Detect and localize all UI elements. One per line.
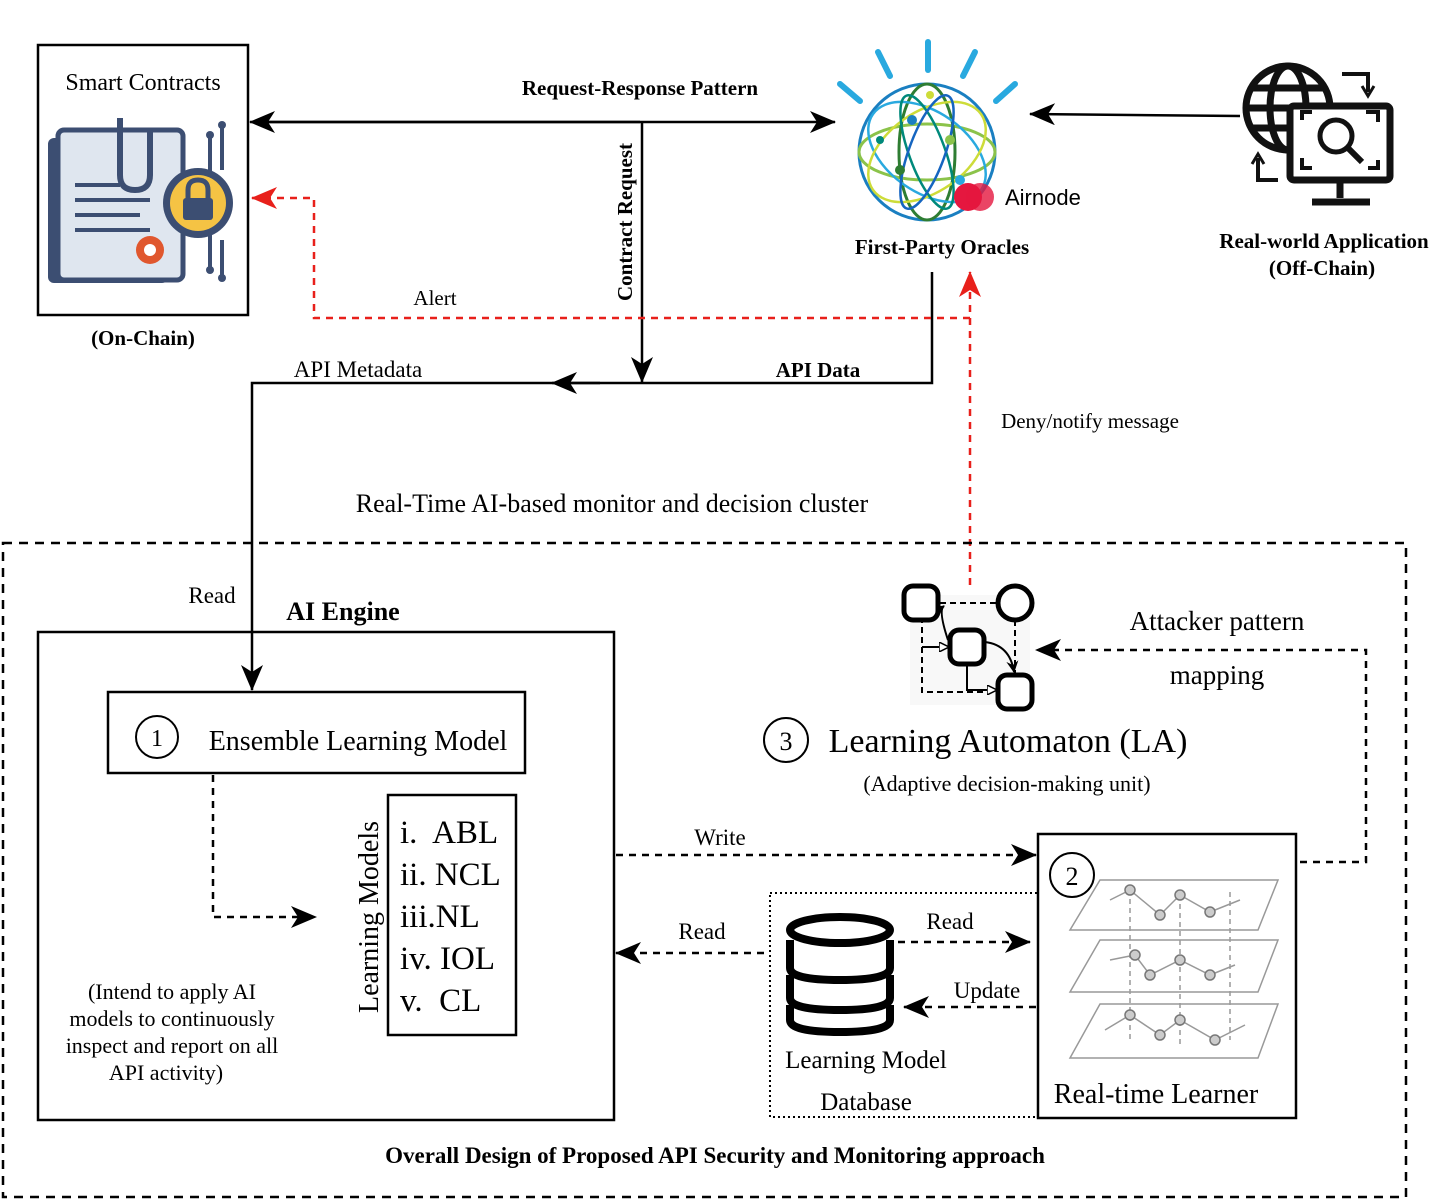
learner-number: 2	[1066, 862, 1079, 891]
smart-contracts-title: Smart Contracts	[65, 70, 220, 96]
learning-models-box	[386, 793, 518, 1037]
model-item: i. ABL	[400, 815, 498, 851]
contract-request-label: Contract Request	[613, 143, 637, 301]
ai-engine-note-line: API activity)	[109, 1060, 223, 1085]
ensemble-label: Ensemble Learning Model	[209, 726, 508, 757]
database-icon	[786, 913, 894, 1037]
smart-contract-icon	[48, 118, 233, 283]
read-db-engine-label: Read	[678, 919, 726, 944]
automaton-graph-icon	[901, 583, 1035, 712]
cluster-caption: Overall Design of Proposed API Security …	[385, 1143, 1045, 1168]
realworld-subtitle: (Off-Chain)	[1269, 256, 1375, 280]
ai-engine-note-line: models to continuously	[69, 1006, 274, 1031]
airnode-brand: Airnode	[1005, 185, 1081, 210]
globe-icon	[837, 39, 1018, 222]
attacker-pattern-label: Attacker pattern	[1130, 606, 1305, 636]
monitor-globe-icon	[1242, 62, 1394, 206]
read-db-learner-label: Read	[926, 909, 974, 934]
ensemble-model-box	[106, 690, 527, 775]
update-label: Update	[954, 978, 1020, 1003]
ai-engine-note-line: inspect and report on all	[66, 1033, 279, 1058]
database-label-line2: Database	[820, 1089, 912, 1116]
write-label: Write	[694, 825, 745, 850]
attacker-pattern-arrow	[1035, 639, 1368, 864]
ensemble-number: 1	[151, 726, 163, 752]
attacker-mapping-label: mapping	[1170, 660, 1265, 690]
oracles-caption: First-Party Oracles	[855, 235, 1029, 259]
layered-network-icon	[1068, 879, 1280, 1059]
ai-engine-title: AI Engine	[286, 597, 399, 626]
model-item: iv. IOL	[400, 941, 495, 977]
airnode-logo-icon	[954, 183, 994, 211]
learner-number-badge	[1049, 852, 1095, 898]
model-item: ii. NCL	[400, 857, 501, 893]
realtime-learner-label: Real-time Learner	[1054, 1079, 1259, 1110]
automaton-title: Learning Automaton (LA)	[829, 723, 1188, 760]
cluster-title: Real-Time AI-based monitor and decision …	[356, 489, 869, 518]
alert-arrow	[251, 187, 970, 320]
ensemble-number-badge	[135, 715, 179, 759]
ai-engine-box	[36, 630, 616, 1122]
api-data-label: API Data	[776, 358, 861, 382]
automaton-number-badge	[763, 717, 809, 763]
request-response-label: Request-Response Pattern	[522, 76, 759, 100]
api-metadata-label: API Metadata	[294, 357, 422, 382]
realworld-title: Real-world Application	[1219, 229, 1429, 253]
api-metadata-read-arrow	[241, 381, 600, 691]
automaton-subtitle: (Adaptive decision-making unit)	[863, 771, 1150, 796]
ai-engine-note-line: (Intend to apply AI	[88, 979, 256, 1004]
api-data-arrow	[551, 272, 934, 394]
model-item: iii.NL	[400, 899, 480, 935]
read-label-top: Read	[188, 583, 236, 608]
automaton-number: 3	[780, 727, 793, 756]
on-chain-caption: (On-Chain)	[91, 326, 195, 350]
model-item: v. CL	[400, 983, 481, 1019]
learning-models-title: Learning Models	[354, 821, 385, 1013]
ensemble-to-models-arrow	[211, 775, 317, 928]
database-label-line1: Learning Model	[785, 1047, 947, 1074]
deny-notify-label: Deny/notify message	[1001, 409, 1179, 433]
cluster-boundary	[1, 541, 1408, 1199]
realworld-to-oracle-arrow	[1029, 103, 1241, 126]
alert-label: Alert	[413, 286, 456, 310]
